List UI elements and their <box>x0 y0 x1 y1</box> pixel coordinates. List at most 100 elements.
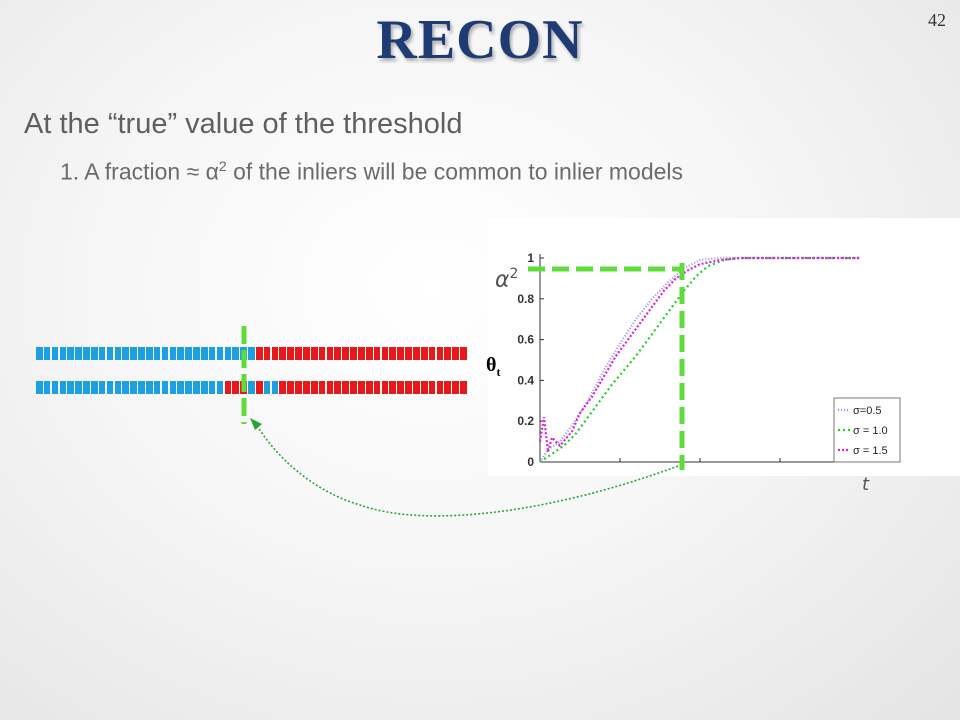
outlier-cell <box>287 347 294 360</box>
inlier-cell <box>83 381 90 394</box>
outlier-cell <box>263 347 271 360</box>
outlier-cell <box>310 381 318 394</box>
series-line-1 <box>539 256 860 463</box>
inlier-cell <box>67 381 75 394</box>
outlier-cell <box>358 381 365 394</box>
t-axis-label: t <box>862 474 870 495</box>
theta-t-label: θt <box>486 354 500 380</box>
y-tick-label: 0 <box>527 455 534 469</box>
outlier-cell <box>326 381 334 394</box>
outlier-cell <box>428 381 436 394</box>
inlier-cell <box>138 347 145 360</box>
theta-symbol: θ <box>486 354 497 376</box>
inlier-cell <box>177 347 185 360</box>
inlier-cell <box>75 381 82 394</box>
bullet-sub-prefix: 1. A fraction ≈ α <box>60 158 219 185</box>
inlier-cell <box>106 347 114 360</box>
bullet-sub: 1. A fraction ≈ α2 of the inliers will b… <box>60 158 683 186</box>
series-line-3 <box>538 256 860 453</box>
inlier-cell <box>83 347 90 360</box>
outlier-cell <box>358 347 365 360</box>
inlier-cell <box>90 347 98 360</box>
inlier-cell <box>216 347 224 360</box>
inlier-cell <box>114 347 122 360</box>
outlier-cell <box>413 381 420 394</box>
inlier-cell <box>193 347 200 360</box>
inlier-cell <box>67 347 75 360</box>
inlier-cell <box>161 381 169 394</box>
outlier-cell <box>420 347 428 360</box>
inlier-cell <box>114 381 122 394</box>
outlier-cell <box>460 347 467 360</box>
inlier-cell <box>130 381 137 394</box>
outlier-cell <box>350 381 357 394</box>
inlier-cell <box>59 381 67 394</box>
alpha-exponent: 2 <box>509 266 519 282</box>
inlier-cell <box>153 347 161 360</box>
inlier-cell <box>98 381 106 394</box>
y-tick-label: 1 <box>527 251 534 265</box>
outlier-cell <box>271 347 279 360</box>
slide-number: 42 <box>928 10 946 30</box>
inlier-cell <box>193 381 200 394</box>
outlier-cell <box>310 347 318 360</box>
inlier-cell <box>75 347 82 360</box>
outlier-cell <box>279 347 287 360</box>
outlier-cell <box>224 381 232 394</box>
inlier-cell <box>43 347 51 360</box>
outlier-cell <box>255 347 263 360</box>
inlier-cell <box>145 347 153 360</box>
outlier-cell <box>350 347 357 360</box>
theta-subscript: t <box>496 365 501 379</box>
slide-title: RECON <box>376 9 584 71</box>
outlier-cell <box>397 347 404 360</box>
y-tick-label: 0.8 <box>517 292 534 306</box>
outlier-cell <box>295 381 302 394</box>
inlier-cell <box>161 347 169 360</box>
outlier-cell <box>428 347 436 360</box>
outlier-cell <box>389 347 397 360</box>
inlier-cell <box>145 381 153 394</box>
inlier-cell <box>51 347 59 360</box>
outlier-cell <box>334 347 342 360</box>
y-tick-label: 0.6 <box>517 333 534 347</box>
inlier-cell <box>248 381 255 394</box>
legend-label: σ = 1.5 <box>853 445 888 457</box>
outlier-cell <box>413 347 420 360</box>
inlier-cell <box>208 381 216 394</box>
outlier-cell <box>397 381 404 394</box>
outlier-cell <box>342 347 349 360</box>
inlier-cell <box>36 381 43 394</box>
bullet-sub-suffix: of the inliers will be common to inlier … <box>226 158 684 185</box>
legend-label: σ=0.5 <box>853 405 882 417</box>
outlier-cell <box>303 381 310 394</box>
outlier-cell <box>436 347 444 360</box>
outlier-cell <box>436 381 444 394</box>
outlier-cell <box>460 381 467 394</box>
inlier-cell <box>185 347 192 360</box>
outlier-cell <box>365 347 373 360</box>
outlier-cell <box>444 347 452 360</box>
inlier-cell <box>122 381 130 394</box>
inlier-cell <box>130 347 137 360</box>
outlier-cell <box>373 381 381 394</box>
inlier-cell <box>232 347 239 360</box>
inlier-cell <box>98 347 106 360</box>
inlier-cell <box>59 347 67 360</box>
y-tick-label: 0.2 <box>517 414 534 428</box>
outlier-cell <box>452 381 459 394</box>
inlier-cell <box>153 381 161 394</box>
inlier-cell <box>106 381 114 394</box>
inlier-cell <box>200 381 208 394</box>
outlier-cell <box>255 381 263 394</box>
chart-panel-notch <box>918 218 960 344</box>
outlier-cell <box>373 347 381 360</box>
inlier-cell <box>169 347 177 360</box>
y-tick-label: 0.4 <box>517 373 534 387</box>
inlier-cell <box>224 347 232 360</box>
inlier-cell <box>169 381 177 394</box>
outlier-cell <box>381 381 389 394</box>
arrow-head <box>250 418 262 430</box>
outlier-cell <box>381 347 389 360</box>
